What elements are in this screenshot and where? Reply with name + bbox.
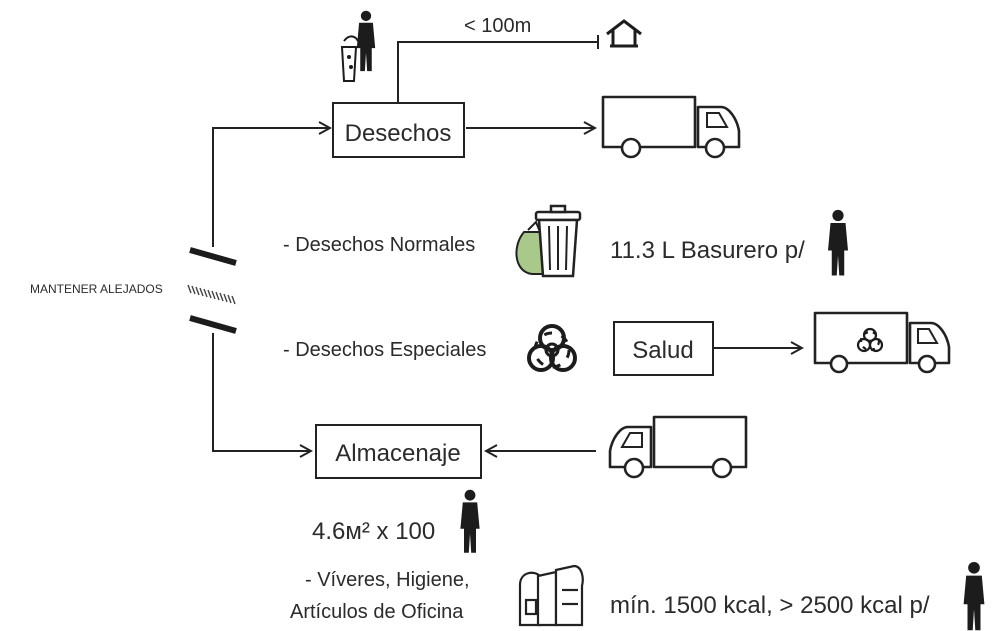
salud-label: Salud [632, 337, 693, 364]
kcal-metric: mín. 1500 kcal, > 2500 kcal p/ [610, 592, 930, 619]
salud-box: Salud [613, 321, 714, 376]
truck-icon [608, 415, 748, 479]
almacenaje-label: Almacenaje [335, 440, 460, 467]
item-desechos-especiales: - Desechos Especiales [283, 339, 486, 361]
house-icon [606, 19, 642, 48]
area-metric: 4.6м² x 100 [312, 518, 435, 545]
person-icon [963, 561, 985, 631]
warning-hatch-icon [187, 247, 237, 334]
item-viveres-line2: Artículos de Oficina [290, 601, 464, 623]
item-desechos-normales: - Desechos Normales [283, 234, 475, 256]
person-icon [460, 489, 480, 553]
desechos-label: Desechos [345, 120, 452, 147]
person-icon [828, 209, 848, 276]
medical-truck-icon [813, 311, 951, 374]
side-label: MANTENER ALEJADOS [30, 282, 163, 296]
biohazard-icon [527, 324, 577, 372]
truck-icon [601, 95, 741, 159]
trash-can-icon [534, 204, 582, 278]
item-viveres-line1: - Víveres, Higiene, [305, 569, 470, 591]
person-trash-icon [340, 10, 376, 82]
desechos-box: Desechos [332, 102, 465, 158]
basurero-metric: 11.3 L Basurero p/ [610, 237, 805, 264]
left-connector [212, 128, 330, 451]
supplies-icon [518, 564, 584, 627]
almacenaje-box: Almacenaje [315, 424, 482, 479]
distance-label: < 100m [464, 15, 531, 37]
